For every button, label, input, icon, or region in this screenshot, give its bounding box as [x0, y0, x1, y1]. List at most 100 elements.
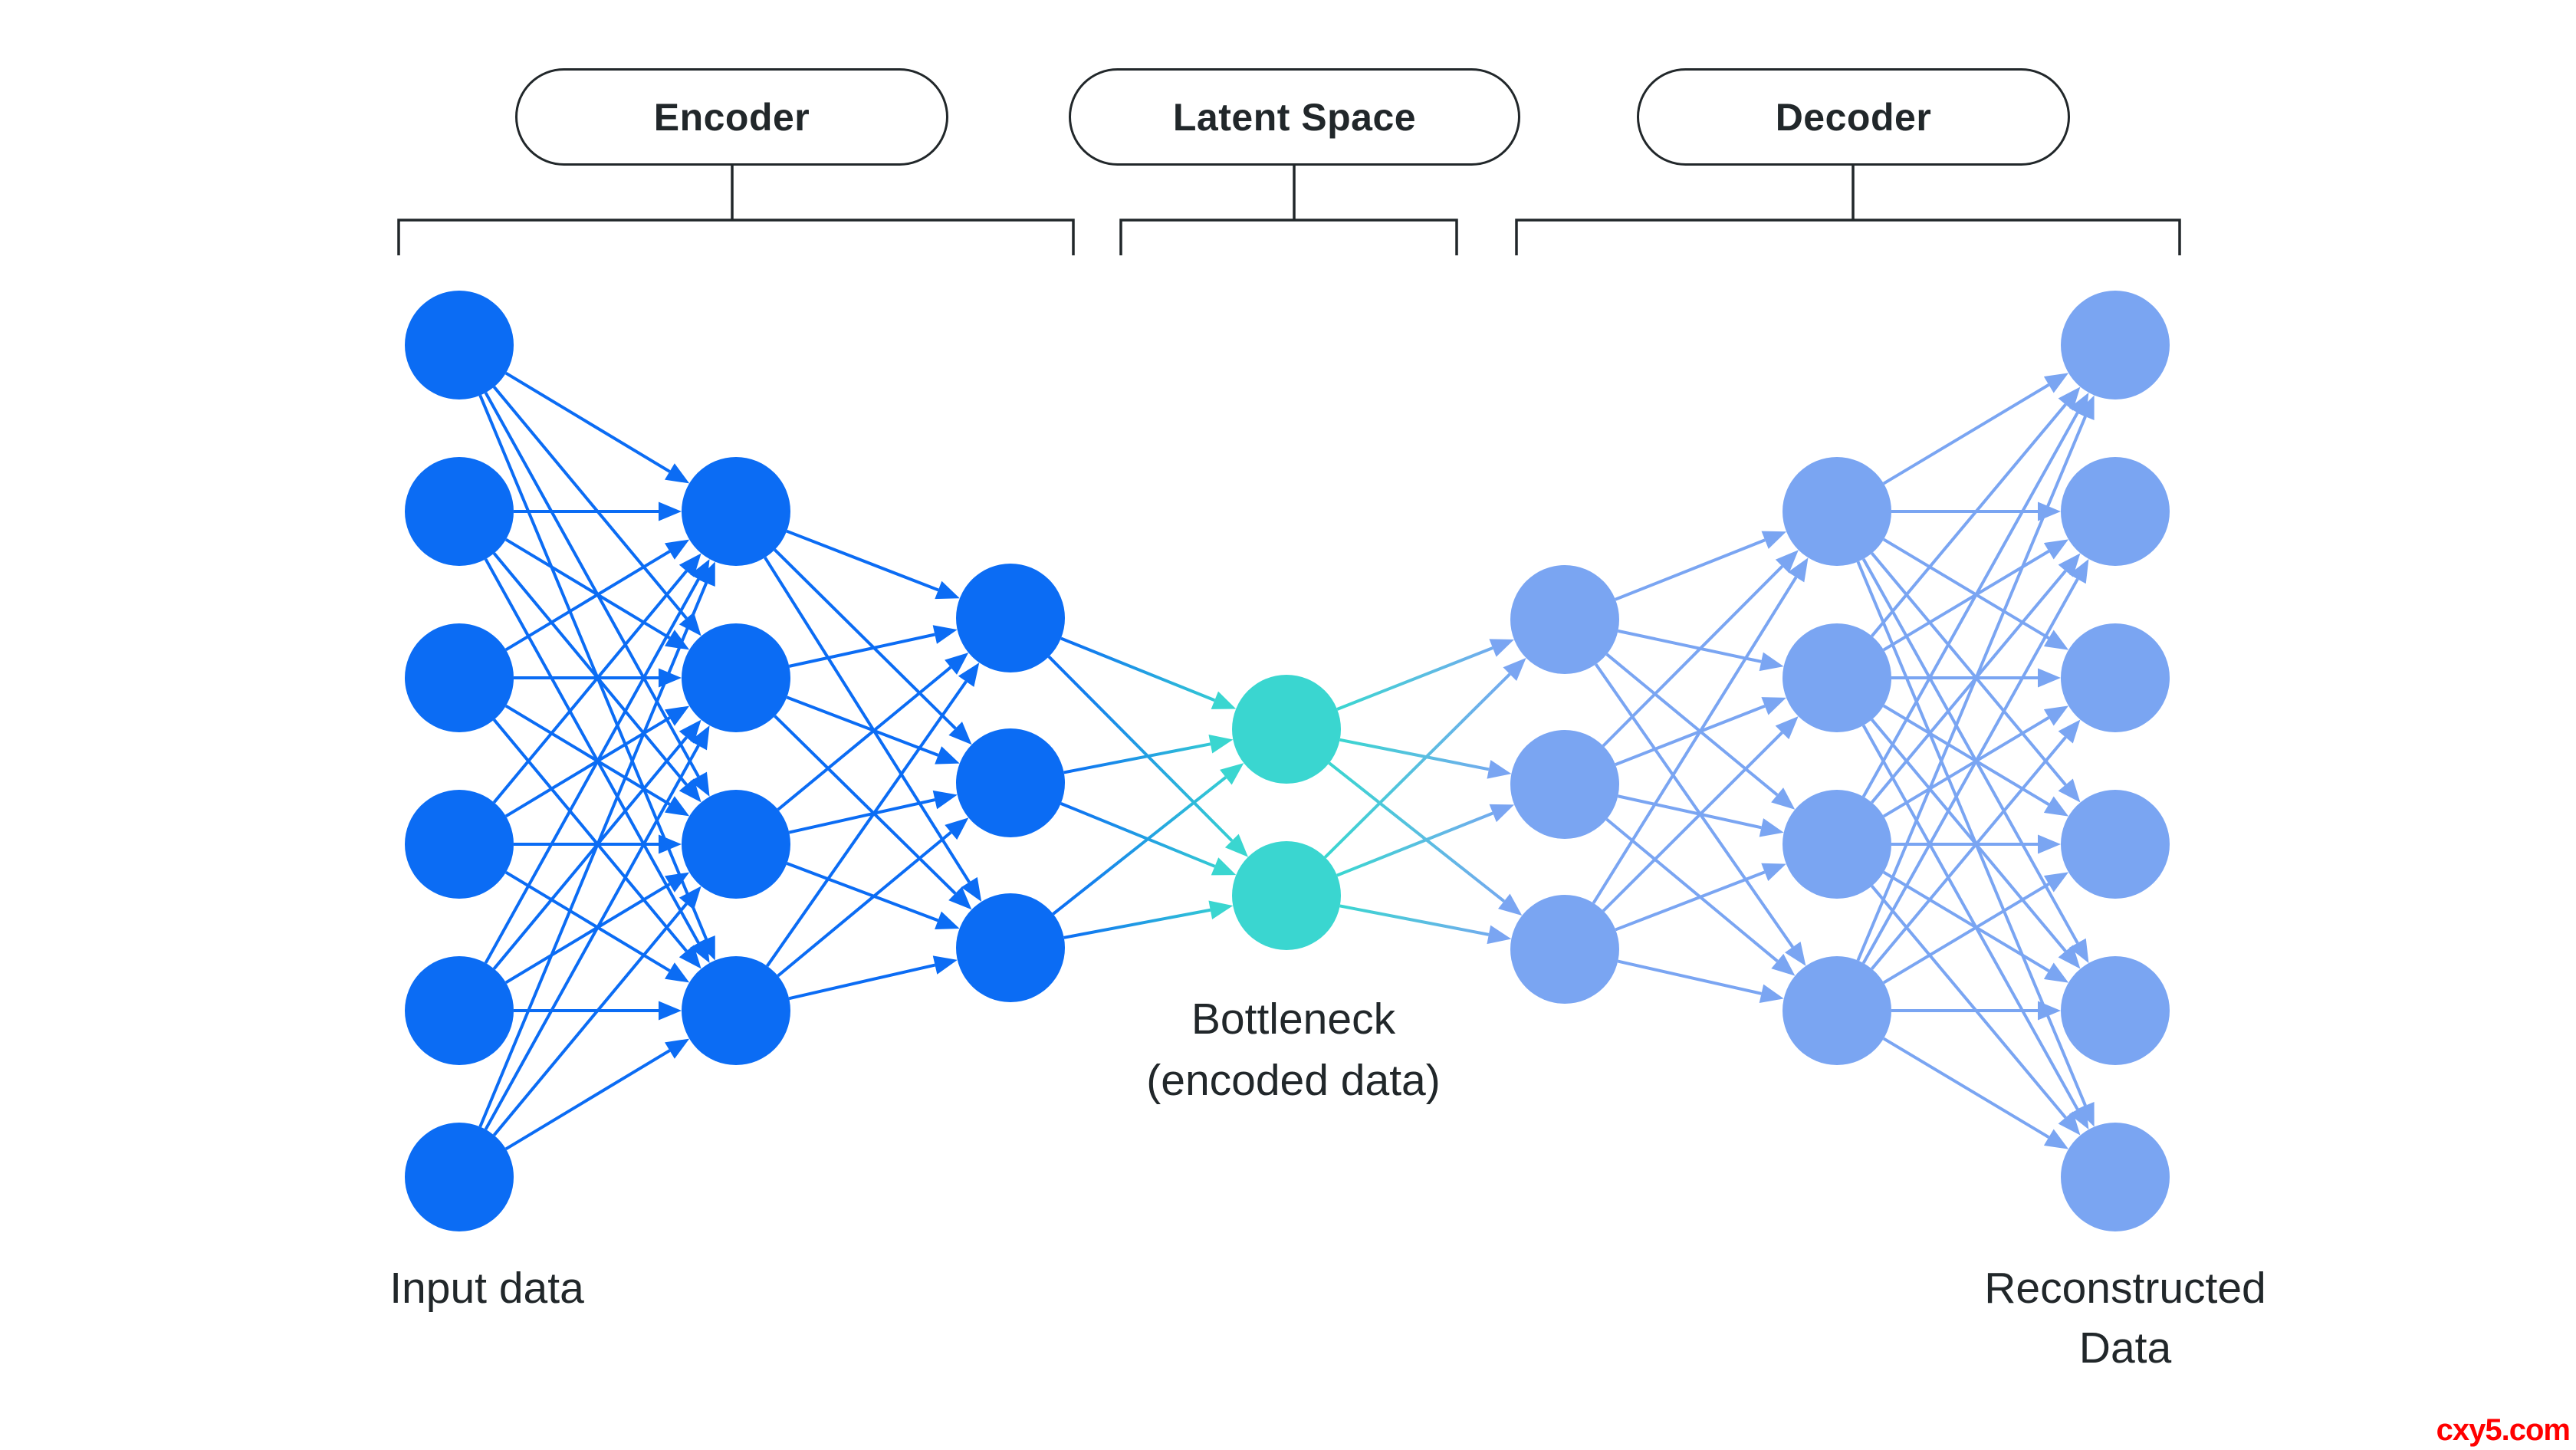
- edge-arrowhead: [2043, 373, 2069, 393]
- watermark-text: cxy5.com: [2436, 1413, 2571, 1447]
- bottleneck-label: Bottleneck (encoded data): [1146, 988, 1440, 1111]
- output-layer-node: [2061, 457, 2170, 566]
- edge-arrowhead: [1208, 735, 1234, 754]
- edge-line: [1602, 565, 1784, 748]
- edge-arrowhead: [1503, 657, 1526, 681]
- edge-arrowhead: [932, 625, 958, 644]
- edge-line: [1871, 570, 2067, 804]
- bottleneck-layer-node: [1232, 841, 1341, 950]
- input-layer-node: [405, 1123, 514, 1231]
- latent-bracket: [1119, 219, 1458, 255]
- edge-arrowhead: [958, 663, 980, 687]
- edge-line: [788, 633, 935, 668]
- edge-line: [786, 695, 939, 757]
- edge-arrowhead: [2043, 1129, 2069, 1149]
- edge-arrowhead: [2038, 668, 2061, 688]
- edge-arrowhead: [1761, 531, 1787, 549]
- edge-line: [1605, 653, 1779, 797]
- edge-line: [777, 666, 952, 811]
- edge-line: [786, 862, 939, 922]
- edge-line: [504, 371, 671, 473]
- edge-arrowhead: [659, 1001, 682, 1021]
- edge-line: [492, 386, 688, 620]
- edge-arrowhead: [1489, 639, 1514, 657]
- decoder-hidden-1-node: [1510, 730, 1619, 839]
- output-layer-node: [2061, 790, 2170, 899]
- decoder-hidden-1-node: [1510, 895, 1619, 1004]
- input-layer-node: [405, 457, 514, 566]
- encoder-hidden-2-node: [956, 893, 1065, 1002]
- edge-line: [1882, 883, 2050, 985]
- edge-line: [777, 830, 952, 978]
- edge-arrowhead: [935, 911, 960, 930]
- edge-arrowhead: [948, 722, 972, 745]
- edge-line: [484, 745, 700, 1130]
- encoder-bracket: [397, 219, 1075, 255]
- edge-arrowhead: [1771, 787, 1796, 810]
- edge-arrowhead: [2058, 1111, 2081, 1136]
- edge-line: [1615, 704, 1766, 766]
- edge-arrowhead: [664, 539, 690, 560]
- edge-line: [504, 538, 671, 640]
- edge-line: [1594, 663, 1794, 949]
- edge-arrowhead: [1224, 834, 1248, 857]
- output-layer-node: [2061, 623, 2170, 732]
- edge-line: [1047, 655, 1234, 842]
- edge-arrowhead: [2043, 630, 2069, 650]
- edge-arrowhead: [961, 876, 982, 902]
- edge-line: [1882, 538, 2050, 640]
- edge-line: [1618, 629, 1762, 663]
- decoder-bracket: [1515, 219, 2181, 255]
- edge-arrowhead: [2043, 962, 2069, 983]
- watermark: cxy5.com: [2436, 1413, 2571, 1448]
- edge-arrowhead: [1759, 984, 1784, 1003]
- input-layer-node: [405, 956, 514, 1065]
- edge-arrowhead: [935, 580, 960, 600]
- edge-arrowhead: [935, 746, 960, 764]
- edge-arrowhead: [659, 834, 682, 854]
- edge-line: [484, 558, 700, 944]
- input-data-label-text: Input data: [389, 1264, 584, 1313]
- encoder-pill-label: Encoder: [515, 68, 948, 166]
- edge-arrowhead: [690, 725, 710, 751]
- decoder-hidden-2-node: [1783, 623, 1891, 732]
- edge-line: [788, 963, 935, 1001]
- edge-line: [774, 548, 957, 730]
- edge-line: [1592, 576, 1798, 904]
- edge-line: [788, 798, 935, 834]
- edge-line: [1882, 704, 2050, 806]
- edge-line: [1324, 672, 1511, 859]
- encoder-hidden-1-node: [682, 790, 790, 899]
- edge-arrowhead: [1775, 716, 1799, 740]
- decoder-hidden-2-node: [1783, 790, 1891, 899]
- edge-arrowhead: [1498, 893, 1523, 916]
- edge-arrowhead: [1759, 652, 1784, 672]
- edge-line: [504, 870, 671, 972]
- edge-arrowhead: [2058, 553, 2081, 577]
- edge-line: [1871, 403, 2067, 637]
- edge-line: [1602, 731, 1783, 912]
- edge-arrowhead: [664, 463, 690, 484]
- edge-arrowhead: [664, 1038, 690, 1059]
- encoder-hidden-1-node: [682, 956, 790, 1065]
- edge-arrowhead: [2068, 1104, 2089, 1129]
- edge-arrowhead: [1489, 804, 1515, 823]
- edge-line: [484, 392, 700, 778]
- edge-line: [1339, 738, 1490, 771]
- edge-arrowhead: [2043, 539, 2069, 560]
- bottleneck-label-line1: Bottleneck: [1191, 995, 1396, 1044]
- edge-line: [504, 883, 671, 985]
- edge-arrowhead: [1761, 697, 1786, 715]
- edge-arrowhead: [1487, 760, 1512, 779]
- edge-arrowhead: [1759, 818, 1784, 837]
- edge-line: [1871, 736, 2067, 970]
- edge-line: [1861, 412, 2079, 797]
- edge-arrowhead: [2043, 796, 2069, 817]
- edge-line: [492, 903, 688, 1136]
- edge-arrowhead: [2076, 395, 2095, 421]
- edge-line: [1336, 811, 1493, 877]
- edge-line: [492, 736, 688, 970]
- edge-line: [1861, 578, 2079, 964]
- edge-line: [1339, 904, 1490, 936]
